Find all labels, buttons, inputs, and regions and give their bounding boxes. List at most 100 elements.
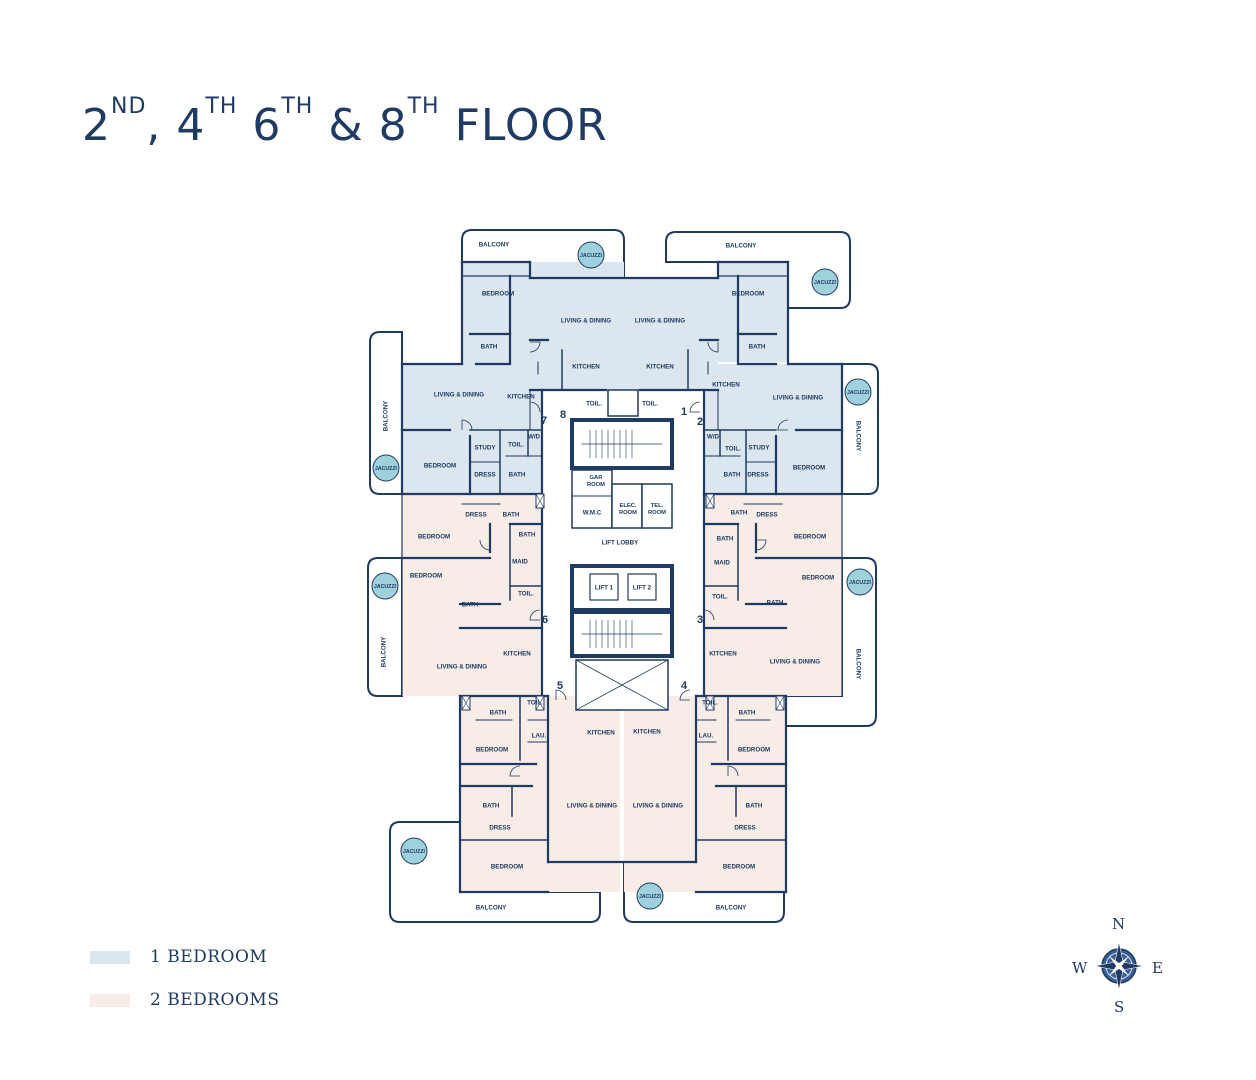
room-label: KITCHEN bbox=[572, 364, 600, 371]
unit-number: 7 bbox=[541, 415, 547, 427]
jacuzzi-label: JACUZZI bbox=[847, 390, 869, 396]
balcony-east-lower bbox=[783, 557, 877, 727]
jacuzzi-label: JACUZZI bbox=[639, 894, 661, 900]
room-label: KITCHEN bbox=[646, 364, 674, 371]
room-label: BEDROOM bbox=[794, 534, 826, 541]
jacuzzi-circle bbox=[371, 572, 399, 600]
room-label: BATH bbox=[509, 472, 526, 479]
room-label: ELEC.ROOM bbox=[619, 503, 637, 516]
room-label: LIVING & DINING bbox=[434, 392, 484, 399]
jacuzzi-circle bbox=[577, 241, 605, 269]
jacuzzi-label: JACUZZI bbox=[403, 849, 425, 855]
room-label: BEDROOM bbox=[732, 291, 764, 298]
unit-4-living-fill bbox=[624, 696, 696, 862]
room-label: DRESS bbox=[489, 825, 510, 832]
door-swing bbox=[727, 765, 739, 777]
title-superscript: TH bbox=[281, 94, 314, 119]
room-label: BEDROOM bbox=[424, 463, 456, 470]
room-label: LAU. bbox=[699, 733, 714, 740]
unit-6-fill bbox=[402, 494, 542, 696]
room-label: BEDROOM bbox=[738, 747, 770, 754]
balcony-label: BALCONY bbox=[854, 649, 861, 680]
balcony-label: BALCONY bbox=[383, 400, 390, 431]
unit-number: 8 bbox=[560, 409, 566, 421]
balcony-label: BALCONY bbox=[476, 905, 507, 912]
elec-room bbox=[611, 483, 643, 529]
room-label: LIVING & DINING bbox=[635, 318, 685, 325]
room-label: LAU. bbox=[532, 733, 547, 740]
room-label: DRESS bbox=[474, 472, 495, 479]
door-swing bbox=[479, 539, 491, 551]
tel-room bbox=[641, 483, 673, 529]
room-label: LIFT LOBBY bbox=[602, 540, 639, 547]
room-label: STUDY bbox=[475, 445, 497, 452]
legend-swatch-1-bedroom bbox=[90, 950, 130, 964]
jacuzzi-label: JACUZZI bbox=[849, 580, 871, 586]
shaft-cross bbox=[705, 493, 715, 509]
jacuzzi-label: JACUZZI bbox=[374, 584, 396, 590]
legend-label-1-bedroom: 1 BEDROOM bbox=[150, 947, 268, 967]
door-swing bbox=[689, 401, 701, 413]
legend-item-2-bedrooms: 2 BEDROOMS bbox=[90, 990, 279, 1010]
unit-number: 4 bbox=[681, 680, 688, 692]
shaft-cross bbox=[775, 695, 785, 711]
compass-west: W bbox=[1072, 959, 1088, 977]
compass-north: N bbox=[1112, 915, 1126, 933]
jacuzzi-circle bbox=[372, 454, 400, 482]
room-label: W.M.C bbox=[583, 510, 602, 517]
room-label: LIVING & DINING bbox=[770, 659, 820, 666]
room-label: DRESS bbox=[747, 472, 768, 479]
room-label: BEDROOM bbox=[723, 864, 755, 871]
jacuzzi-circle bbox=[844, 378, 872, 406]
room-label: LIVING & DINING bbox=[437, 664, 487, 671]
room-label: BATH bbox=[481, 344, 498, 351]
shaft-cross bbox=[535, 493, 545, 509]
room-label: TOIL. bbox=[725, 446, 741, 453]
compass-south: S bbox=[1114, 998, 1125, 1016]
room-label: W/D bbox=[707, 434, 720, 441]
room-label: LIFT 1 bbox=[595, 585, 614, 592]
balcony-label: BALCONY bbox=[854, 421, 861, 452]
unit-1-bedroom-fill bbox=[718, 262, 788, 362]
room-label: LIVING & DINING bbox=[561, 318, 611, 325]
void-cross bbox=[575, 659, 669, 711]
unit-number: 1 bbox=[681, 406, 687, 418]
room-label: TOIL. bbox=[702, 700, 718, 707]
balcony-south-west bbox=[389, 821, 601, 923]
door-swing bbox=[707, 341, 719, 353]
room-label: LIVING & DINING bbox=[633, 803, 683, 810]
core-duct bbox=[607, 389, 639, 417]
title-superscript: TH bbox=[407, 94, 440, 119]
room-label: BATH bbox=[749, 344, 766, 351]
room-label: DRESS bbox=[465, 512, 486, 519]
room-label: BATH bbox=[462, 602, 479, 609]
room-label: W/D bbox=[528, 434, 541, 441]
title-part: 6 bbox=[237, 100, 282, 151]
door-swing bbox=[555, 689, 567, 701]
legend-label-2-bedrooms: 2 BEDROOMS bbox=[150, 990, 280, 1010]
room-label: TOIL. bbox=[527, 700, 543, 707]
door-swing bbox=[529, 609, 541, 621]
unit-5-living-fill bbox=[548, 696, 620, 862]
room-label: BATH bbox=[746, 803, 763, 810]
title-superscript: TH bbox=[205, 94, 238, 119]
room-label: KITCHEN bbox=[712, 382, 740, 389]
room-label: KITCHEN bbox=[503, 651, 531, 658]
room-label: BATH bbox=[717, 536, 734, 543]
room-label: MAID bbox=[714, 560, 730, 567]
room-label: BEDROOM bbox=[802, 575, 834, 582]
room-label: STUDY bbox=[749, 445, 771, 452]
room-label: LIFT 2 bbox=[633, 585, 652, 592]
shaft-cross bbox=[461, 695, 471, 711]
room-label: BATH bbox=[483, 803, 500, 810]
unit-8-living-fill bbox=[530, 278, 624, 390]
legend-swatch-2-bedrooms bbox=[90, 993, 130, 1007]
legend-item-1-bedroom: 1 BEDROOM bbox=[90, 947, 267, 967]
door-swing bbox=[461, 419, 473, 431]
room-label: TOIL. bbox=[712, 594, 728, 601]
room-label: TOIL. bbox=[518, 591, 534, 598]
room-label: BEDROOM bbox=[418, 534, 450, 541]
room-label: TOIL. bbox=[586, 401, 602, 408]
